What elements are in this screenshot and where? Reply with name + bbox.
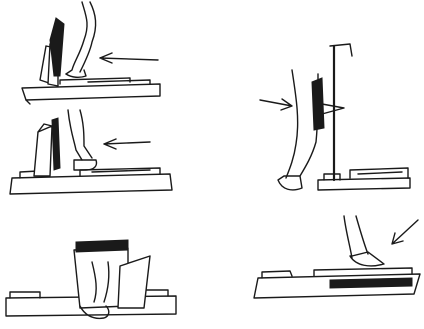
base-board bbox=[318, 178, 410, 190]
base-board bbox=[10, 174, 172, 194]
panel-d bbox=[260, 44, 410, 190]
hatched-pad bbox=[52, 118, 60, 170]
leg bbox=[68, 110, 82, 160]
arrow-left-icon bbox=[100, 53, 158, 63]
leg bbox=[286, 70, 298, 178]
panel-a bbox=[22, 2, 160, 104]
hoof bbox=[74, 160, 97, 170]
arrow-left-icon bbox=[104, 139, 150, 149]
tilted-backboard bbox=[34, 126, 52, 176]
base-board bbox=[22, 84, 160, 100]
panel-e bbox=[254, 216, 420, 298]
arrow-right-icon bbox=[260, 99, 292, 110]
hoof bbox=[66, 70, 86, 77]
hoof bbox=[350, 252, 384, 266]
panel-c bbox=[6, 240, 176, 318]
hoof bbox=[278, 176, 302, 190]
arrow-down-left-icon bbox=[392, 220, 418, 244]
leg bbox=[344, 216, 352, 258]
panel-b bbox=[10, 110, 172, 194]
hatched-plate bbox=[330, 278, 412, 288]
